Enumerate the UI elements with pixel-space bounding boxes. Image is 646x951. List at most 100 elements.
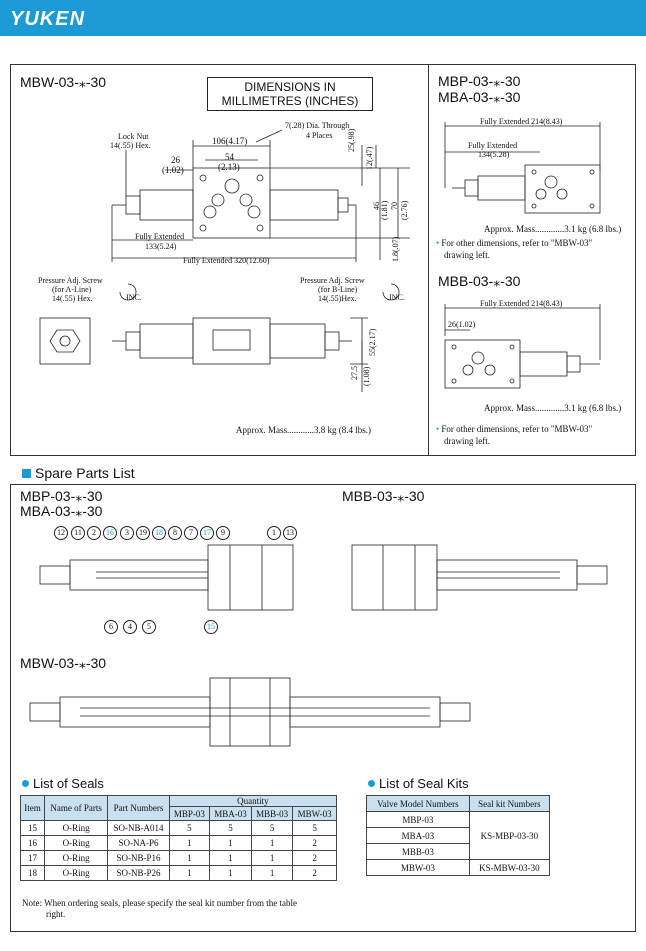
mbw-front-drawing [39, 129, 410, 392]
cell-item: 18 [19, 865, 46, 881]
cell-name: O-Ring [44, 820, 109, 836]
box-line-2: MILLIMETRES (INCHES) [221, 94, 359, 108]
dot-bullet-icon [22, 780, 29, 787]
cell-qty: 1 [208, 835, 252, 851]
cell-item: 15 [19, 820, 46, 836]
cell-model: MBP-03 [366, 811, 470, 828]
cell-name: O-Ring [44, 835, 109, 851]
pas-a-line3: 14(.55) Hex. [52, 294, 93, 303]
fully-extended-320: Fully Extended 320(12.60) [183, 256, 270, 265]
inc-label-b: INC. [389, 293, 405, 302]
panel-divider [428, 64, 429, 455]
th-valve-model: Valve Model Numbers [366, 795, 470, 812]
fe134-label: Fully Extended [468, 141, 518, 150]
cell-qty: 1 [168, 865, 210, 881]
cell-qty: 5 [250, 820, 294, 836]
callout-11: 11 [71, 526, 85, 540]
callout-3: 3 [120, 526, 134, 540]
kits-title-text: List of Seal Kits [379, 776, 469, 791]
mass-mbw: Approx. Mass............3.8 kg (8.4 lbs.… [236, 425, 371, 435]
th-seal-kit: Seal kit Numbers [468, 795, 551, 812]
cell-name: O-Ring [44, 850, 109, 866]
cell-qty: 2 [292, 850, 337, 866]
mass-mbp: Approx. Mass.............3.1 kg (6.8 lbs… [484, 224, 622, 234]
seals-title-text: List of Seals [33, 776, 104, 791]
hole-dia-label: 7(.28) Dia. Through [285, 121, 350, 130]
cell-part: SO-NB-P16 [107, 850, 170, 866]
th-part: Part Numbers [107, 795, 170, 821]
callout-13: 13 [283, 526, 297, 540]
box-line-1: DIMENSIONS IN [244, 80, 336, 94]
dot-bullet-icon [368, 780, 375, 787]
fe214-mbb: Fully Extended 214(8.43) [480, 299, 563, 308]
seals-note-2: right. [46, 909, 66, 919]
note-mbp-text: For other dimensions, refer to "MBW-03" [441, 238, 593, 248]
th-quantity: Quantity [168, 795, 338, 807]
cell-qty: 2 [292, 835, 337, 851]
pas-a-line1: Pressure Adj. Screw [38, 276, 103, 285]
callout-6: 6 [104, 620, 118, 634]
callout-16: 16 [103, 526, 117, 540]
dimensions-panel [10, 64, 636, 456]
fe214-mbp: Fully Extended 214(8.43) [480, 117, 563, 126]
cell-qty: 1 [250, 835, 294, 851]
cell-part: SO-NA-P6 [107, 835, 170, 851]
callout-5: 5 [142, 620, 156, 634]
cell-qty: 5 [292, 820, 337, 836]
cell-kit: KS-MBW-03-30 [468, 859, 551, 876]
seal-kits-table: Valve Model Numbers Seal kit Numbers MBP… [366, 795, 551, 876]
seals-title: List of Seals [22, 776, 104, 791]
spare-mbw-title: MBW-03-⁎-30 [20, 655, 107, 671]
table-row: MBP-03 KS-MBP-03-30 [366, 811, 551, 860]
lock-nut-hex: 14(.55) Hex. [110, 141, 151, 150]
mbb-title: MBB-03-⁎-30 [438, 273, 521, 289]
mbp-drawing [444, 122, 601, 389]
table-row: MBW-03 KS-MBW-03-30 [366, 859, 551, 876]
cell-item: 17 [19, 850, 46, 866]
cell-qty: 1 [168, 850, 210, 866]
yuken-logo: YUKEN [10, 8, 86, 30]
note-mbb-line1: • For other dimensions, refer to "MBW-03… [436, 424, 593, 434]
dimensions-note-box: DIMENSIONS IN MILLIMETRES (INCHES) [207, 77, 373, 111]
fully-extended-label: Fully Extended [135, 232, 185, 241]
cell-qty: 5 [168, 820, 210, 836]
mba-title: MBA-03-⁎-30 [438, 89, 521, 105]
cell-qty: 1 [208, 865, 252, 881]
dim-1-02: (1.02) [162, 165, 184, 175]
fe134-value: 134(5.28) [478, 150, 510, 159]
kits-title: List of Seal Kits [368, 776, 469, 791]
callout-18: 18 [152, 526, 166, 540]
inc-label-a: INC. [126, 293, 142, 302]
cell-kit: KS-MBP-03-30 [468, 811, 551, 860]
pas-a-line2: (for A-Line) [52, 285, 92, 294]
callout-4: 4 [123, 620, 137, 634]
callout-9: 9 [216, 526, 230, 540]
dim-26-mbb: 26(1.02) [448, 320, 476, 329]
four-places-label: 4 Places [306, 131, 333, 140]
mass-mbb: Approx. Mass.............3.1 kg (6.8 lbs… [484, 403, 622, 413]
cell-model: MBA-03 [366, 827, 470, 844]
table-row: 16 O-Ring SO-NA-P6 1 1 1 2 [19, 835, 337, 851]
callout-12: 12 [54, 526, 68, 540]
callout-17: 17 [200, 526, 214, 540]
cell-part: SO-NB-A014 [107, 820, 170, 836]
header-bar: YUKEN [0, 0, 646, 36]
th-item: Item [19, 795, 46, 821]
cell-qty: 1 [168, 835, 210, 851]
cell-qty: 5 [208, 820, 252, 836]
spare-mbb-title: MBB-03-⁎-30 [342, 488, 425, 504]
table-row: 17 O-Ring SO-NB-P16 1 1 1 2 [19, 850, 337, 866]
note-mbb-text: For other dimensions, refer to "MBW-03" [441, 424, 593, 434]
dim-2-13: (2.13) [218, 162, 240, 172]
dim-106: 106(4.17) [212, 136, 248, 146]
mbw-title: MBW-03-⁎-30 [20, 74, 107, 90]
dim-54: 54 [225, 152, 234, 162]
lock-nut-label: Lock Nut [118, 132, 149, 141]
table-row: 15 O-Ring SO-NB-A014 5 5 5 5 [19, 820, 337, 836]
cell-qty: 2 [292, 865, 337, 881]
th-mbw: MBW-03 [292, 806, 337, 821]
callout-2: 2 [87, 526, 101, 540]
cell-qty: 1 [250, 865, 294, 881]
spare-mba-title: MBA-03-⁎-30 [20, 503, 103, 519]
